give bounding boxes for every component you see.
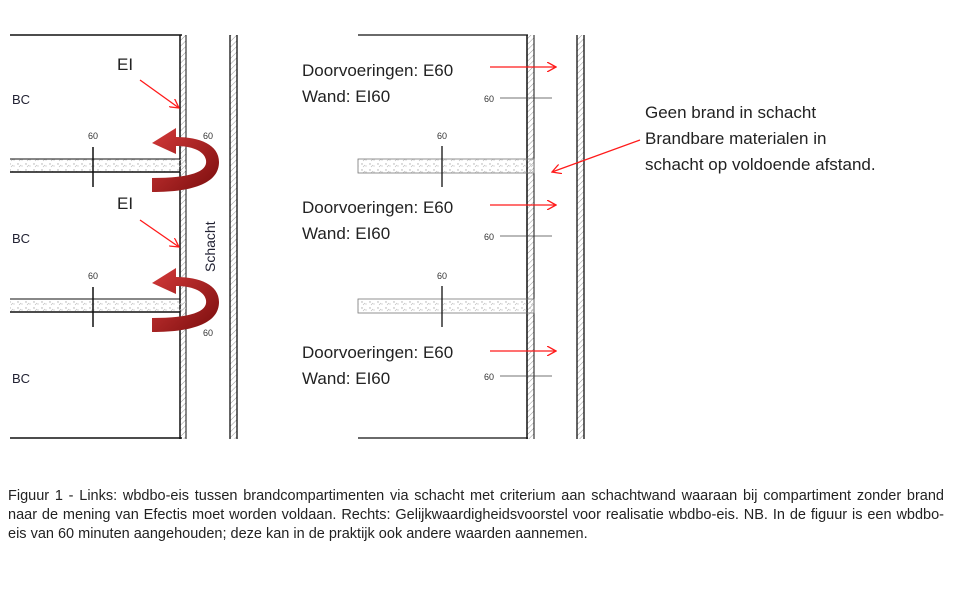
shaft-label: Schacht xyxy=(202,221,218,272)
shaft-note: Geen brand in schacht Brandbare material… xyxy=(552,103,876,174)
wall-requirement: Wand: EI60 xyxy=(302,87,390,106)
shaft-wall-right xyxy=(576,35,585,439)
note-line: schacht op voldoende afstand. xyxy=(645,155,876,174)
figure-caption: Figuur 1 - Links: wbdbo-eis tussen brand… xyxy=(8,488,944,542)
shaft-wall-right xyxy=(229,35,238,439)
compartment-label: BC xyxy=(12,371,30,386)
slab-rating: 60 xyxy=(88,131,98,141)
red-arrow xyxy=(139,219,179,247)
wall-rating: 60 xyxy=(484,372,494,382)
floor-slab xyxy=(10,147,186,187)
floor-slab xyxy=(10,287,186,327)
red-arrow xyxy=(139,79,179,108)
wall-rating: 60 xyxy=(484,232,494,242)
left-diagram: BC BC BC 60 60 60 60 EI EI Schacht xyxy=(10,34,238,439)
shaft-wall-left xyxy=(526,35,535,439)
wall-requirement: Wand: EI60 xyxy=(302,224,390,243)
note-line: Brandbare materialen in xyxy=(645,129,826,148)
slab-rating: 60 xyxy=(88,271,98,281)
fire-compartment-diagram: BC BC BC 60 60 60 60 EI EI Schacht xyxy=(10,34,876,439)
floor-slab xyxy=(357,286,535,327)
wall-criterion: EI xyxy=(117,194,133,213)
note-line: Geen brand in schacht xyxy=(645,103,816,122)
compartment-label: BC xyxy=(12,92,30,107)
wall-requirement: Wand: EI60 xyxy=(302,369,390,388)
penetration-requirement: Doorvoeringen: E60 xyxy=(302,198,453,217)
compartment-label: BC xyxy=(12,231,30,246)
wall-rating: 60 xyxy=(203,328,213,338)
curved-arrow-icon xyxy=(152,268,219,332)
right-diagram: 60 60 Doorvoeringen: E60 Wand: EI60 60 D… xyxy=(302,34,876,439)
requirement-group: Doorvoeringen: E60 Wand: EI60 60 xyxy=(302,61,556,106)
shaft-wall-left xyxy=(179,35,187,439)
curved-arrow-icon xyxy=(152,128,219,192)
requirement-group: Doorvoeringen: E60 Wand: EI60 60 xyxy=(302,198,556,243)
red-arrow xyxy=(552,139,641,172)
penetration-requirement: Doorvoeringen: E60 xyxy=(302,343,453,362)
wall-rating: 60 xyxy=(203,131,213,141)
slab-rating: 60 xyxy=(437,131,447,141)
wall-rating: 60 xyxy=(484,94,494,104)
requirement-group: Doorvoeringen: E60 Wand: EI60 60 xyxy=(302,343,556,388)
wall-criterion: EI xyxy=(117,55,133,74)
slab-rating: 60 xyxy=(437,271,447,281)
floor-slab xyxy=(357,146,535,187)
penetration-requirement: Doorvoeringen: E60 xyxy=(302,61,453,80)
